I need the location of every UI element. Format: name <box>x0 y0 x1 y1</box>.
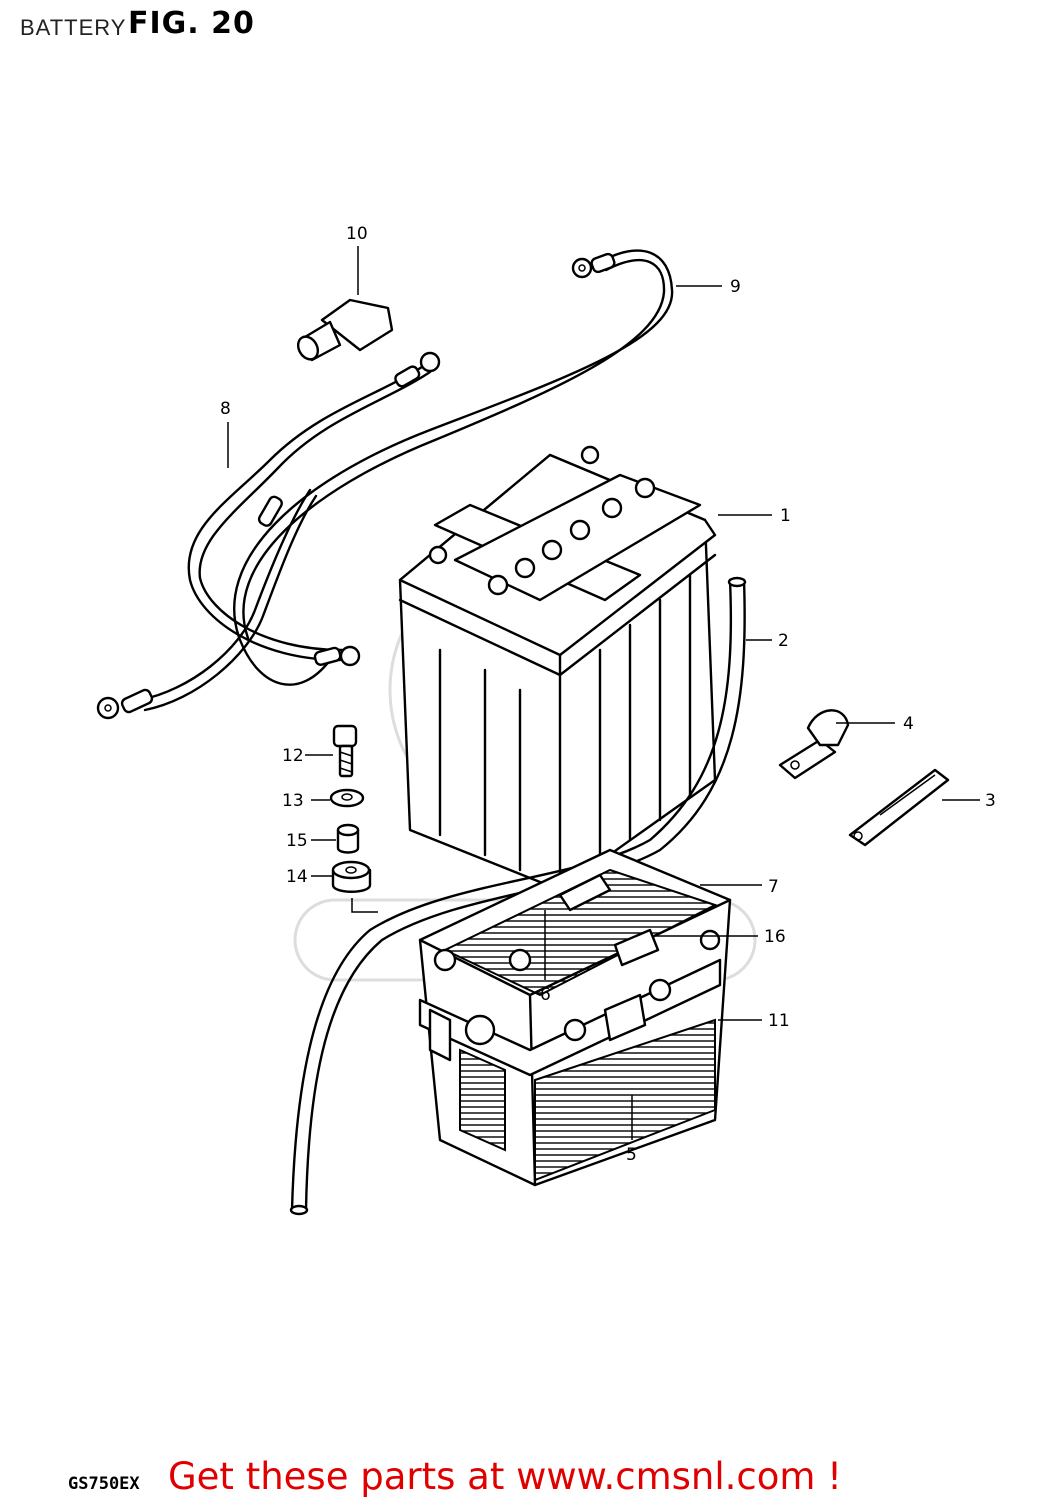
callout-5: 5 <box>626 1145 637 1165</box>
callout-7: 7 <box>768 877 779 897</box>
callout-2: 2 <box>778 631 789 651</box>
battery-1-icon <box>398 445 717 892</box>
cable-9-icon <box>233 249 674 686</box>
callout-3: 3 <box>985 791 996 811</box>
page-title: BATTERY <box>20 15 127 40</box>
promo-link[interactable]: Get these parts at www.cmsnl.com ! <box>168 1455 843 1498</box>
cable-8-icon <box>96 351 441 720</box>
callout-8: 8 <box>220 399 231 419</box>
washer-13-icon <box>329 788 365 808</box>
cushion-6-icon <box>558 873 612 912</box>
callout-16: 16 <box>764 927 786 947</box>
bolt-12-icon <box>332 724 358 778</box>
callout-10: 10 <box>346 224 368 244</box>
clamp-4-icon <box>778 709 850 780</box>
band-3-icon <box>848 768 950 847</box>
cushion-14-icon <box>331 860 378 913</box>
spacer-15-icon <box>336 823 360 854</box>
callout-4: 4 <box>903 714 914 734</box>
cushion-16-icon <box>613 928 660 967</box>
callout-12: 12 <box>282 746 304 766</box>
callout-15: 15 <box>286 831 308 851</box>
leader-lines <box>227 246 980 1140</box>
callout-1: 1 <box>780 506 791 526</box>
callout-11: 11 <box>768 1011 790 1031</box>
callout-9: 9 <box>730 277 741 297</box>
figure-label: FIG. 20 <box>128 6 255 41</box>
callout-14: 14 <box>286 867 308 887</box>
terminal-cap-10-icon <box>296 298 394 362</box>
callout-6: 6 <box>540 985 551 1005</box>
callout-labels: 1 2 3 4 5 6 7 8 9 10 11 12 13 14 15 16 <box>220 224 996 1165</box>
model-code: GS750EX <box>68 1474 140 1494</box>
callout-13: 13 <box>282 791 304 811</box>
